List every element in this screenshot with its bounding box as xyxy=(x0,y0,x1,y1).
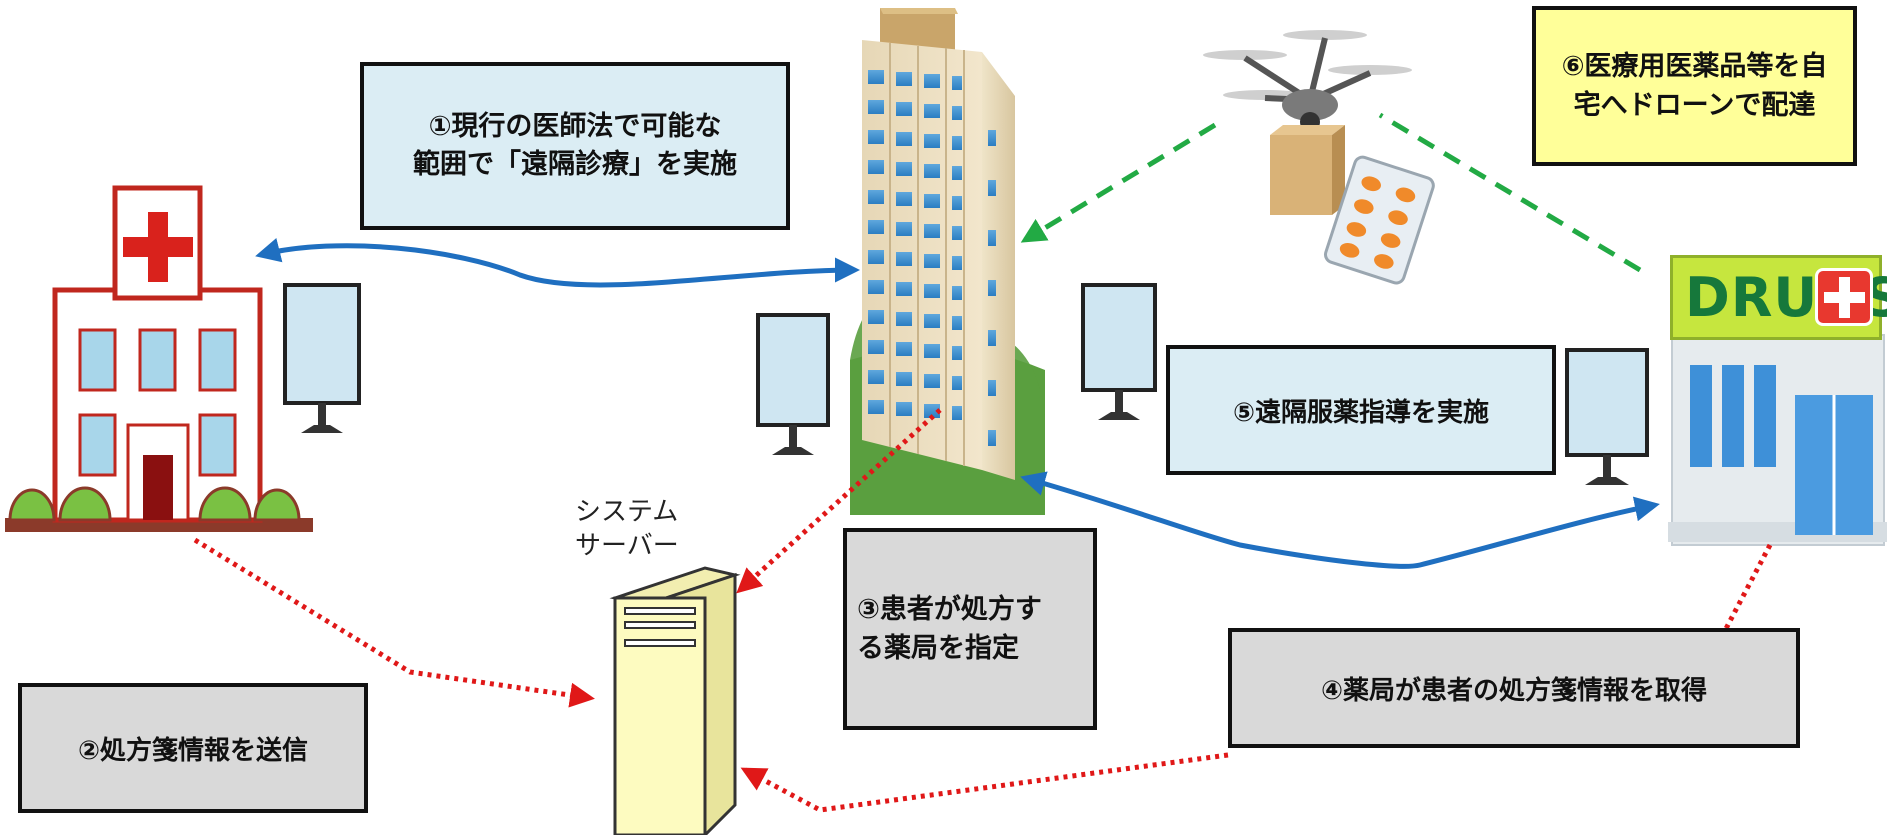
monitor-icon xyxy=(1565,348,1649,485)
step6-drone-delivery-box: ⑥医療用医薬品等を自 宅へドローンで配達 xyxy=(1532,6,1857,166)
server-icon xyxy=(609,566,741,835)
pharmacy-cross-icon xyxy=(1815,268,1873,326)
step1-text: ①現行の医師法で可能な 範囲で「遠隔診療」を実施 xyxy=(413,110,737,180)
medicine-blister-icon xyxy=(1323,155,1435,285)
step6-text: ⑥医療用医薬品等を自 宅へドローンで配達 xyxy=(1561,50,1828,121)
step5-medication-guidance-box: ⑤遠隔服薬指導を実施 xyxy=(1166,345,1556,475)
step2-send-prescription-box: ②処方箋情報を送信 xyxy=(18,683,368,813)
drone-delivery-arrow xyxy=(1020,122,1217,243)
step5-text: ⑤遠隔服薬指導を実施 xyxy=(1232,397,1489,428)
monitor-icon xyxy=(756,313,830,455)
step4-text: ④薬局が患者の処方箋情報を取得 xyxy=(1320,675,1707,706)
drone-delivery-arrow xyxy=(1378,112,1642,273)
step1-telemedicine-box: ①現行の医師法で可能な 範囲で「遠隔診療」を実施 xyxy=(360,62,790,230)
telemedicine-arrow xyxy=(255,238,860,288)
medication-guidance-arrow xyxy=(1020,471,1660,569)
step3-text: ③患者が処方す る薬局を指定 xyxy=(857,593,1042,664)
monitor-icon xyxy=(1081,283,1157,420)
step3-select-pharmacy-box: ③患者が処方す る薬局を指定 xyxy=(843,528,1097,730)
pharmacy-icon xyxy=(1668,334,1887,546)
prescription-retrieve-arrow xyxy=(745,543,1773,813)
server-label: システム サーバー xyxy=(575,497,679,561)
step4-retrieve-prescription-box: ④薬局が患者の処方箋情報を取得 xyxy=(1228,628,1800,748)
monitor-icon xyxy=(283,283,361,433)
apartment-building-icon xyxy=(850,8,1045,515)
hospital-icon xyxy=(5,185,313,532)
step2-text: ②処方箋情報を送信 xyxy=(77,735,308,766)
prescription-send-arrow xyxy=(193,537,595,708)
drone-icon xyxy=(1203,30,1412,215)
drugs-sign: DRUGS xyxy=(1670,255,1887,340)
